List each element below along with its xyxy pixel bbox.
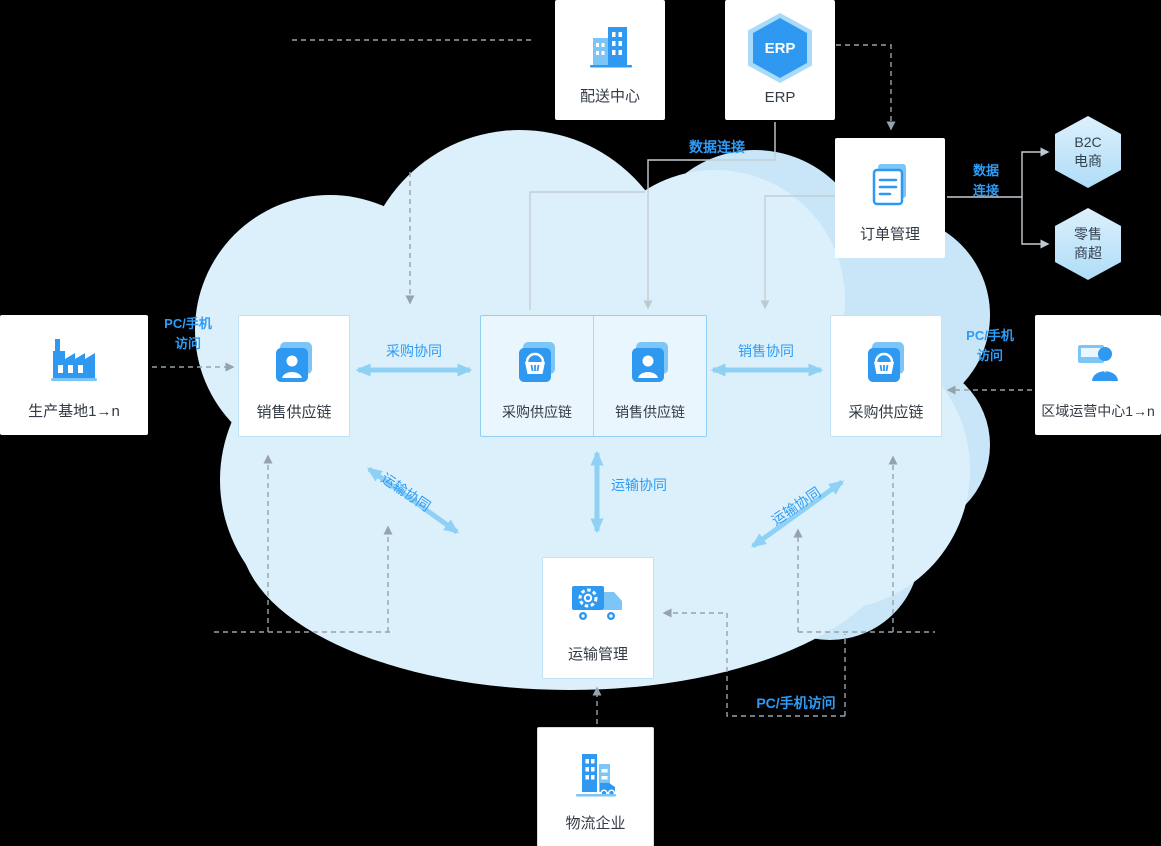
node-regional-operation-center: 区域运营中心1→n <box>1035 315 1161 435</box>
node-label: 订单管理 <box>859 226 920 243</box>
node-logistics-company: 物流企业 <box>537 727 654 846</box>
node-label: 运输管理 <box>567 646 628 663</box>
edge-pc-to-transport <box>662 608 845 717</box>
label-data-link-top: 数据连接 <box>689 139 745 155</box>
label-line: PC/手机 <box>966 328 1014 343</box>
node-production-base: 生产基地1→n <box>0 315 148 435</box>
person-card-icon <box>276 342 312 382</box>
person-card-icon <box>632 342 668 382</box>
node-platform-core: 采购供应链 销售供应链 <box>480 315 707 437</box>
hex-label-line: 商超 <box>1074 245 1102 261</box>
node-label: 采购供应链 <box>848 404 924 421</box>
edge-erp-to-order <box>836 44 896 131</box>
node-transport-management: 运输管理 <box>542 557 654 679</box>
truck-gear-icon <box>572 586 622 622</box>
label-transport-collab-center: 运输协同 <box>611 477 667 493</box>
label-line: 访问 <box>174 336 201 352</box>
hex-label-line: 电商 <box>1074 153 1102 169</box>
hex-label: 零售 商超 <box>1055 208 1121 280</box>
node-label: 物流企业 <box>565 815 626 832</box>
node-retail-supermarket: 零售 商超 <box>1055 208 1121 280</box>
edge-to-retail <box>1021 197 1050 249</box>
node-label: 生产基地1→n <box>28 403 120 420</box>
arrow-transport-collab-right <box>750 479 845 549</box>
documents-icon <box>872 164 906 206</box>
basket-card-icon <box>519 342 555 382</box>
node-purchase-supply-chain-right: 采购供应链 <box>830 315 942 437</box>
node-label: 销售供应链 <box>256 404 332 421</box>
label-line: 访问 <box>976 348 1003 364</box>
label-line: 连接 <box>972 183 999 199</box>
node-purchase-supply-chain-center: 采购供应链 <box>481 316 594 436</box>
basket-card-icon <box>868 342 904 382</box>
node-label: 销售供应链 <box>615 404 685 420</box>
node-label: 采购供应链 <box>502 404 572 420</box>
building-icon <box>590 27 632 68</box>
erp-badge-text: ERP <box>764 39 796 57</box>
edge-order-to-platform <box>760 195 835 310</box>
node-label: ERP <box>764 89 796 106</box>
hex-label-line: 零售 <box>1074 226 1102 243</box>
factory-icon <box>51 339 97 381</box>
erp-hexagon-inner <box>753 18 807 78</box>
label-line: PC/手机 <box>164 316 212 331</box>
label-pc-access-bottom: PC/手机访问 <box>756 695 836 711</box>
hex-label: B2C 电商 <box>1055 116 1121 188</box>
edge-erp-data-link <box>643 122 776 310</box>
label-pc-access-right: PC/手机 访问 <box>953 326 1027 366</box>
erp-hexagon-icon: ERP <box>748 13 812 83</box>
label-line: 数据 <box>972 163 999 178</box>
logistics-buildings-truck-icon <box>575 754 616 797</box>
node-label: 区域运营中心1→n <box>1041 403 1155 419</box>
arrow-transport-collab-left <box>366 466 460 535</box>
node-sales-supply-chain-center: 销售供应链 <box>594 316 706 436</box>
hex-label-line: B2C <box>1074 134 1102 151</box>
node-distribution-center: 配送中心 <box>555 0 665 120</box>
operator-icon <box>1078 345 1118 381</box>
edge-to-b2c <box>1021 147 1050 197</box>
edge-platform-uplink <box>529 191 645 310</box>
node-sales-supply-chain-left: 销售供应链 <box>238 315 350 437</box>
label-purchase-collab: 采购协同 <box>386 343 442 359</box>
label-data-link-right: 数据 连接 <box>964 161 1008 201</box>
label-pc-access-left: PC/手机 访问 <box>151 314 225 354</box>
node-b2c-ecommerce: B2C 电商 <box>1055 116 1121 188</box>
label-sales-collab: 销售协同 <box>738 343 794 359</box>
node-order-management: 订单管理 <box>835 138 945 258</box>
node-label: 配送中心 <box>579 88 640 105</box>
node-erp: ERP ERP <box>725 0 835 120</box>
